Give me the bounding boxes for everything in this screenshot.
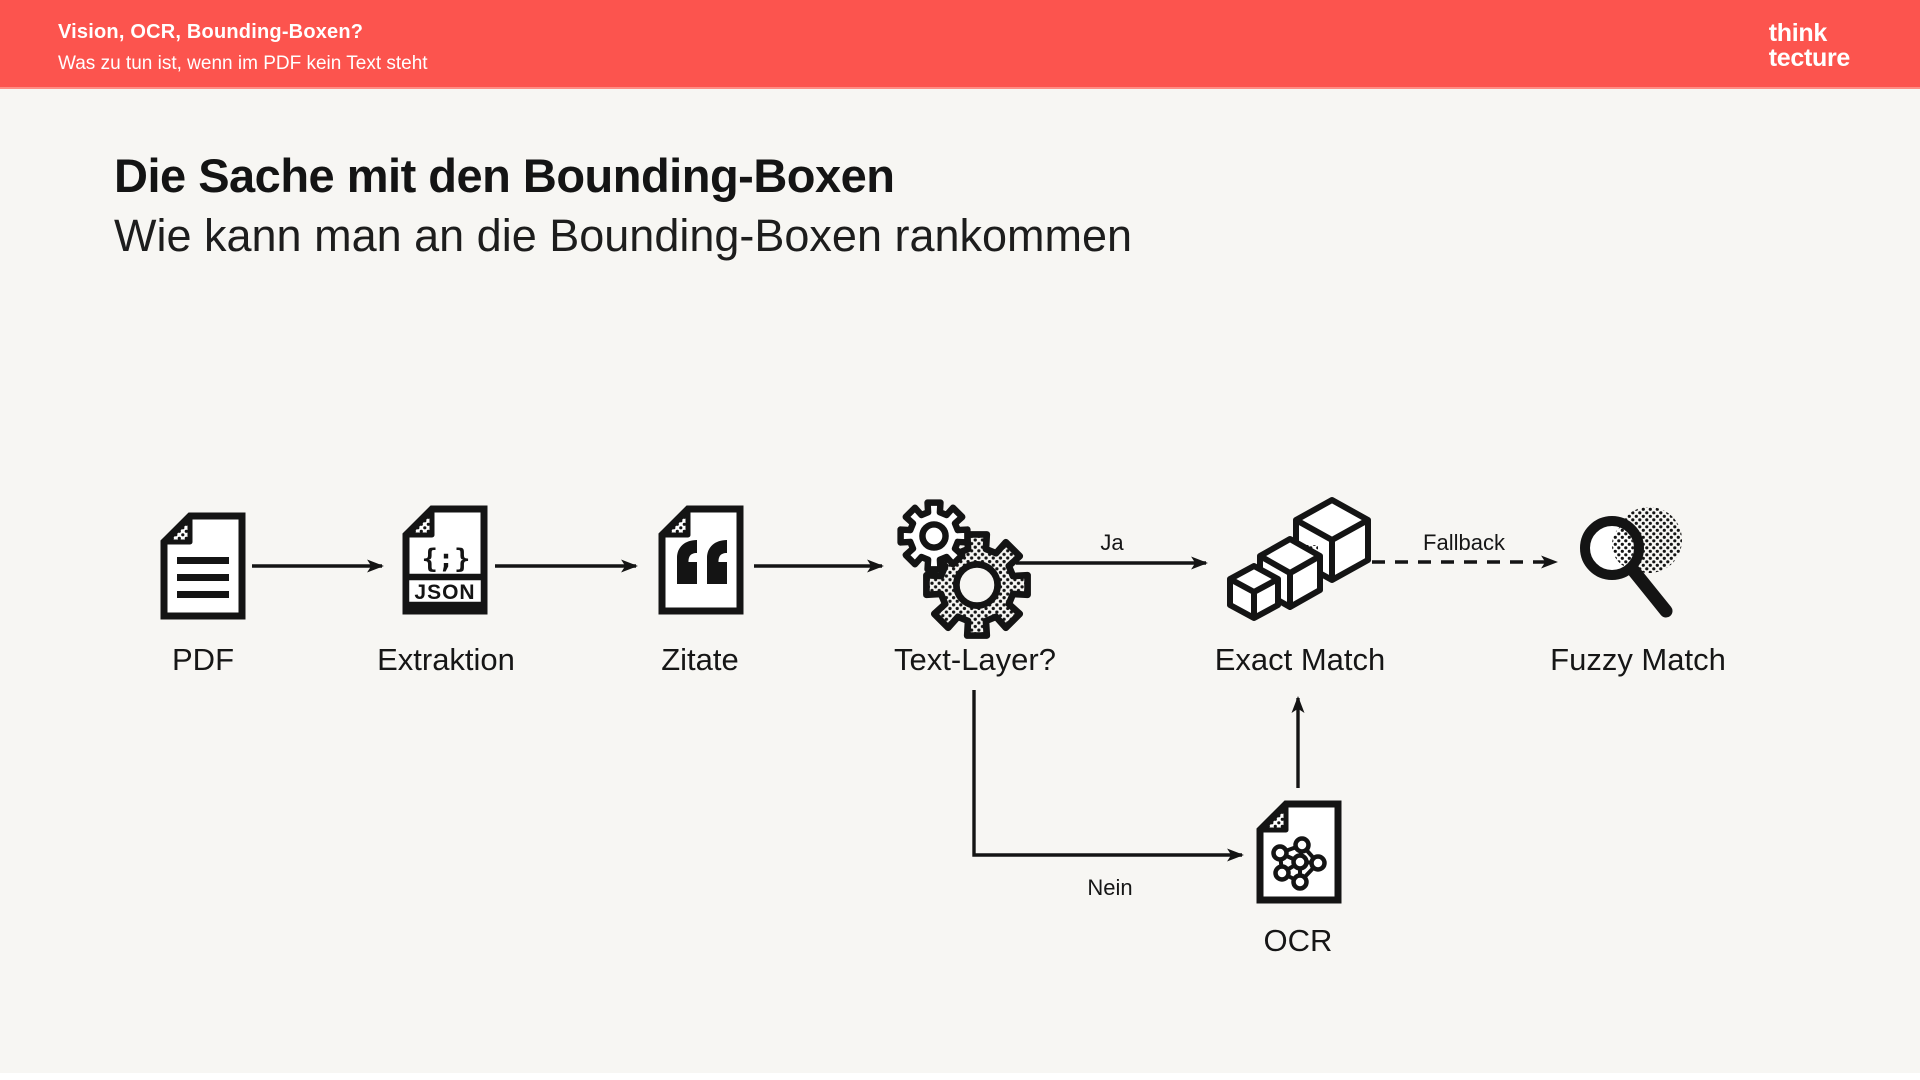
json-file-icon: {;} JSON xyxy=(402,505,488,615)
node-label-zitate: Zitate xyxy=(661,642,739,677)
json-braces-glyph: {;} xyxy=(422,544,471,575)
gears-icon xyxy=(897,499,1031,639)
edge-label-fallback: Fallback xyxy=(1423,530,1506,555)
slide-subtitle: Wie kann man an die Bounding-Boxen ranko… xyxy=(114,210,1133,261)
lens-dots xyxy=(1612,526,1634,570)
neural-net-graph xyxy=(1271,836,1327,891)
header-text-block: Vision, OCR, Bounding-Boxen? Was zu tun … xyxy=(0,0,428,87)
handle xyxy=(1626,563,1673,618)
edge-label-ja: Ja xyxy=(1100,530,1124,555)
edge-textlayer-exactmatch: Ja xyxy=(1016,530,1208,570)
node-label-extraktion: Extraktion xyxy=(377,642,515,677)
folded-corner xyxy=(659,506,691,538)
node-label-fuzzy-match: Fuzzy Match xyxy=(1550,642,1726,677)
node-label-text-layer: Text-Layer? xyxy=(894,642,1056,677)
node-zitate: Zitate xyxy=(658,505,744,677)
folded-corner xyxy=(161,513,193,545)
cubes-icon xyxy=(1227,497,1371,621)
edge-exactmatch-fuzzymatch: Fallback xyxy=(1372,530,1558,569)
node-fuzzy-match: Fuzzy Match xyxy=(1550,507,1726,677)
document-lines-icon xyxy=(160,512,246,620)
node-ocr: OCR xyxy=(1256,800,1342,958)
file-type-banner xyxy=(402,573,488,609)
node-text-layer: Text-Layer? xyxy=(894,499,1056,677)
slide-bottom-edge xyxy=(0,1073,1920,1080)
small-cube xyxy=(1227,563,1281,621)
node-exact-match: Exact Match xyxy=(1215,497,1386,677)
thinktecture-logo: think tecture xyxy=(1769,0,1920,87)
node-label-ocr: OCR xyxy=(1264,923,1333,958)
node-label-pdf: PDF xyxy=(172,642,234,677)
edge-label-nein: Nein xyxy=(1087,875,1132,900)
folded-corner xyxy=(403,506,435,538)
header-subtitle: Was zu tun ist, wenn im PDF kein Text st… xyxy=(58,53,428,74)
json-badge: JSON xyxy=(414,581,475,604)
node-pdf: PDF xyxy=(160,512,246,677)
elbow-arrow xyxy=(972,690,1244,862)
node-label-exact-match: Exact Match xyxy=(1215,642,1386,677)
folded-corner xyxy=(1257,801,1289,833)
logo-line-1: think xyxy=(1768,19,1828,47)
small-gear xyxy=(897,499,971,573)
header-bar: Vision, OCR, Bounding-Boxen? Was zu tun … xyxy=(0,0,1920,89)
slide-title: Die Sache mit den Bounding-Boxen xyxy=(114,149,895,202)
magnifier-icon xyxy=(1580,507,1682,618)
node-extraktion: {;} JSON Extraktion xyxy=(377,505,515,677)
edge-textlayer-ocr: Nein xyxy=(972,690,1244,900)
quote-file-icon xyxy=(658,505,744,615)
quotation-marks xyxy=(677,540,727,584)
ocr-file-icon xyxy=(1256,800,1342,904)
logo-line-2: tecture xyxy=(1768,44,1851,72)
title-block: Die Sache mit den Bounding-Boxen Wie kan… xyxy=(114,148,1132,262)
header-title: Vision, OCR, Bounding-Boxen? xyxy=(58,21,364,43)
